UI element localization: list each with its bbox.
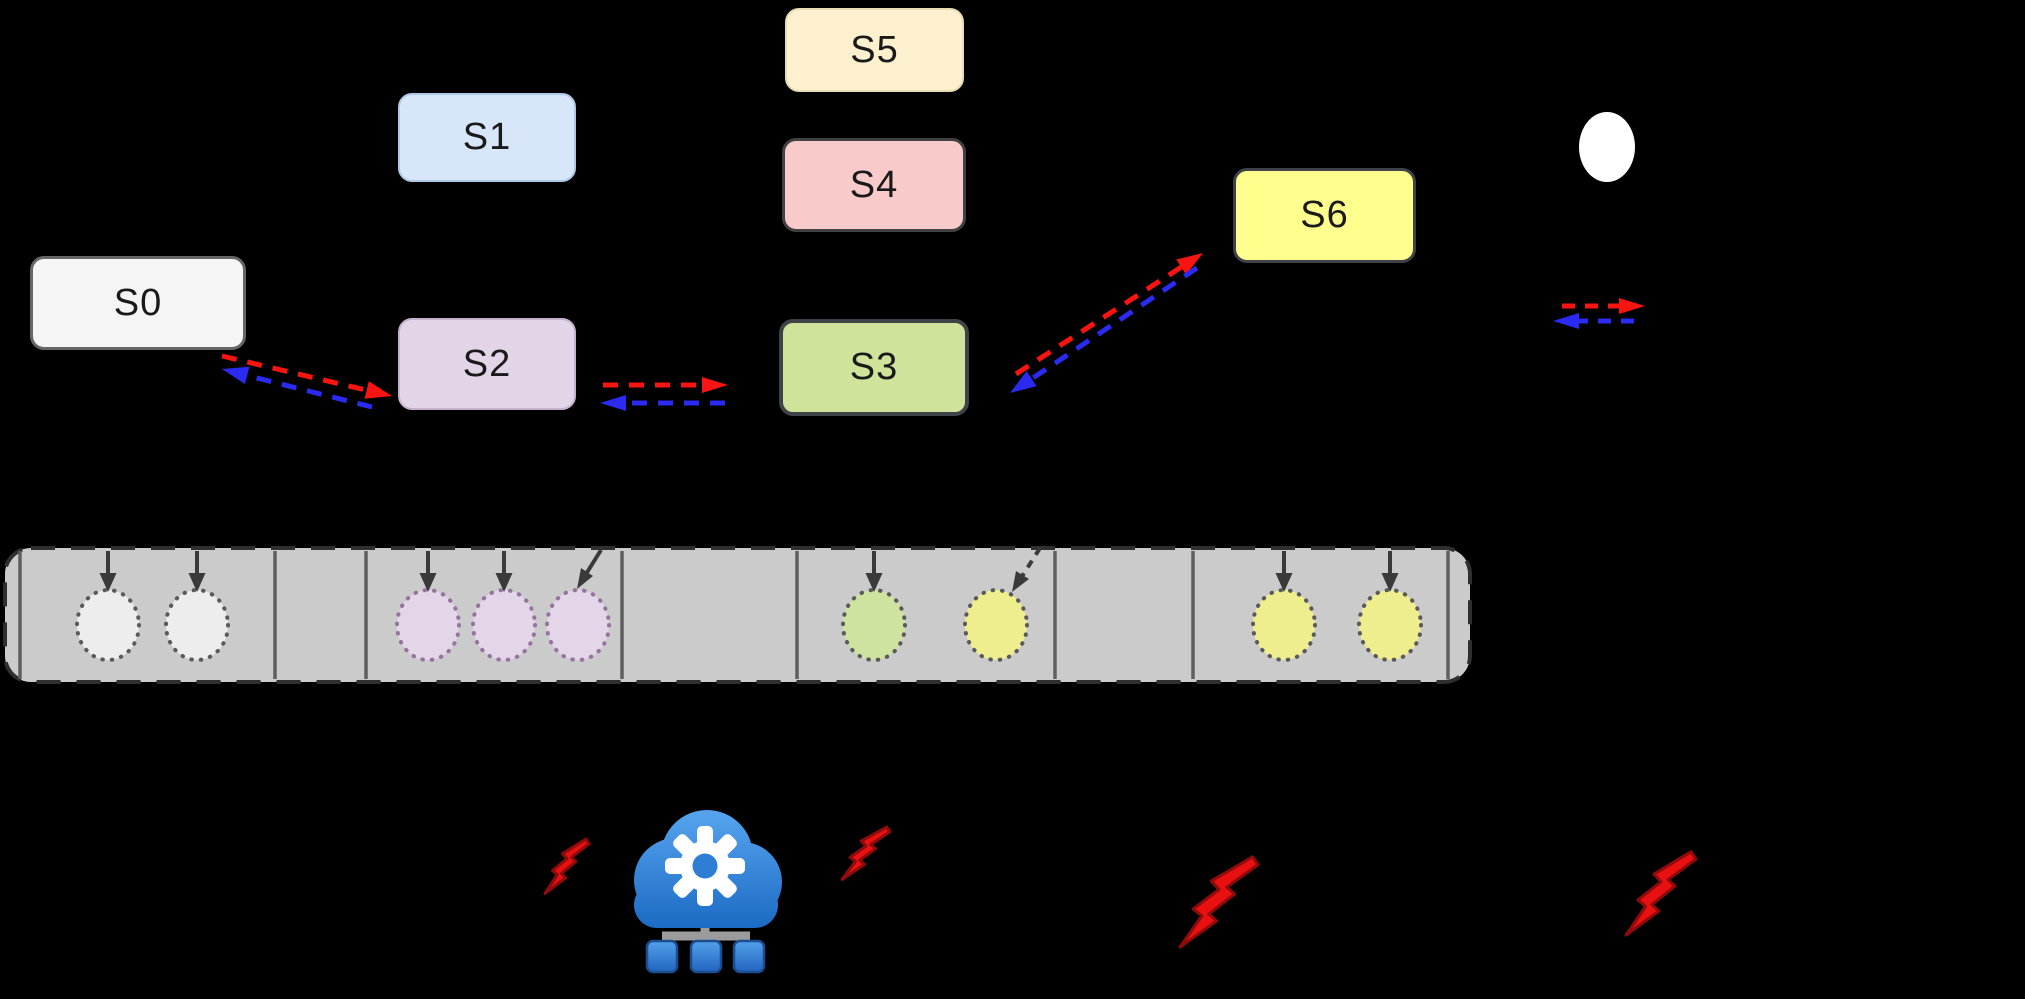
red-arrowhead [1176, 253, 1203, 275]
state-node-s1: S1 [398, 93, 576, 182]
deploy-arrowhead [577, 568, 593, 589]
deploy-arrowhead [865, 573, 883, 592]
deploy-arrowhead [1275, 573, 1293, 592]
state-node-s0-label: S0 [113, 281, 163, 324]
lightning-bolt-icon [1624, 850, 1698, 937]
state-node-s2-label: S2 [462, 342, 512, 385]
deploy-arrowhead [419, 573, 437, 592]
deploy-arrowhead [495, 573, 513, 592]
deploy-arrowhead [1381, 573, 1399, 592]
lightning-bolt-icon [1178, 855, 1260, 949]
blue-arrowhead [1553, 313, 1579, 329]
red-arrowhead [364, 381, 392, 399]
state-node-s2: S2 [398, 318, 576, 410]
gear-hole [692, 853, 718, 879]
deploy-arrowhead [188, 573, 206, 592]
cloud-gear-icon [634, 810, 782, 974]
blue-arrowhead [600, 395, 626, 411]
module-circle-yellow [963, 588, 1029, 662]
arrow-pair-s3-s6 [1010, 253, 1203, 393]
deployment-bar-dividers [18, 551, 1450, 679]
state-node-s1-label: S1 [462, 116, 512, 158]
failure-lightning-bolts [543, 825, 1698, 949]
legend-arrow-red [1562, 298, 1645, 314]
module-instances [75, 546, 1423, 662]
deploy-arrow-slant [584, 548, 603, 576]
legend-arrow-blue [1553, 313, 1634, 329]
deploy-arrow-dashed [1019, 546, 1042, 580]
legend-instance-circle [1579, 112, 1635, 182]
arrow-pair-s0-s2 [221, 353, 392, 410]
module-circle-white [164, 588, 230, 662]
state-node-s4-label: S4 [849, 163, 899, 206]
state-node-s3-label: S3 [849, 346, 899, 388]
red-arrowhead [1619, 298, 1645, 314]
module-circle-lavender [471, 588, 537, 662]
state-node-s5: S5 [785, 8, 964, 92]
red-arrowhead [702, 377, 728, 393]
module-circle-yellow [1357, 588, 1423, 662]
lightning-bolt-icon [840, 825, 892, 881]
deployment-bar [3, 546, 1472, 684]
module-circle-yellow [1251, 588, 1317, 662]
state-node-s4: S4 [782, 138, 966, 232]
device-squares [645, 939, 766, 974]
state-node-s5-label: S5 [850, 28, 899, 71]
state-node-s0: S0 [30, 256, 246, 350]
blue-arrowhead [1010, 371, 1037, 393]
module-circle-lavender [545, 588, 611, 662]
state-node-s6-label: S6 [1300, 194, 1349, 236]
arrow-pair-s2-s3 [600, 377, 728, 411]
state-node-s6: S6 [1233, 168, 1416, 263]
deploy-arrowhead [99, 573, 117, 592]
module-circle-lavender [395, 588, 461, 662]
blue-arrowhead [222, 366, 250, 385]
lightning-bolt-icon [543, 837, 591, 895]
module-circle-green [841, 588, 907, 662]
deploy-arrowhead [1012, 571, 1029, 592]
module-circle-white [75, 588, 141, 662]
state-node-s3: S3 [779, 319, 969, 416]
